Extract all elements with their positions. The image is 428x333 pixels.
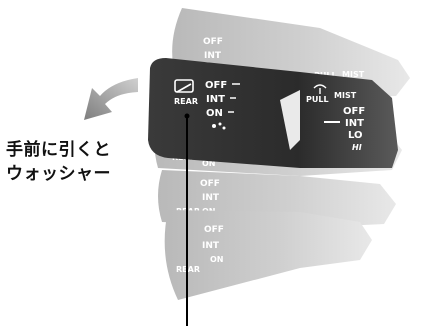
pull-washer-caption: 手前に引くと ウォッシャー	[6, 138, 111, 186]
svg-text:INT: INT	[204, 51, 222, 61]
svg-text:OFF: OFF	[200, 179, 220, 189]
front-lo-label: LO	[348, 130, 363, 141]
front-hi-label: HI	[352, 143, 362, 152]
caption-line-1: 手前に引くと	[6, 138, 111, 162]
rear-off-label: OFF	[205, 80, 227, 91]
rear-label: REAR	[174, 97, 198, 106]
lever-ghost-4: OFF INT ON REAR	[165, 210, 372, 300]
front-mist-label: MIST	[334, 91, 357, 100]
rear-on-label: ON	[206, 108, 223, 119]
svg-text:INT: INT	[202, 241, 220, 251]
svg-text:INT: INT	[202, 193, 220, 203]
svg-text:OFF: OFF	[203, 37, 223, 47]
rear-int-label: INT	[206, 94, 225, 105]
svg-text:ON: ON	[210, 255, 224, 264]
front-int-label: INT	[345, 118, 364, 129]
front-pull-label: PULL	[306, 95, 329, 104]
caption-line-2: ウォッシャー	[6, 162, 111, 186]
pull-direction-arrow-icon	[84, 78, 138, 120]
svg-text:OFF: OFF	[204, 225, 224, 235]
front-off-label: OFF	[343, 106, 365, 117]
